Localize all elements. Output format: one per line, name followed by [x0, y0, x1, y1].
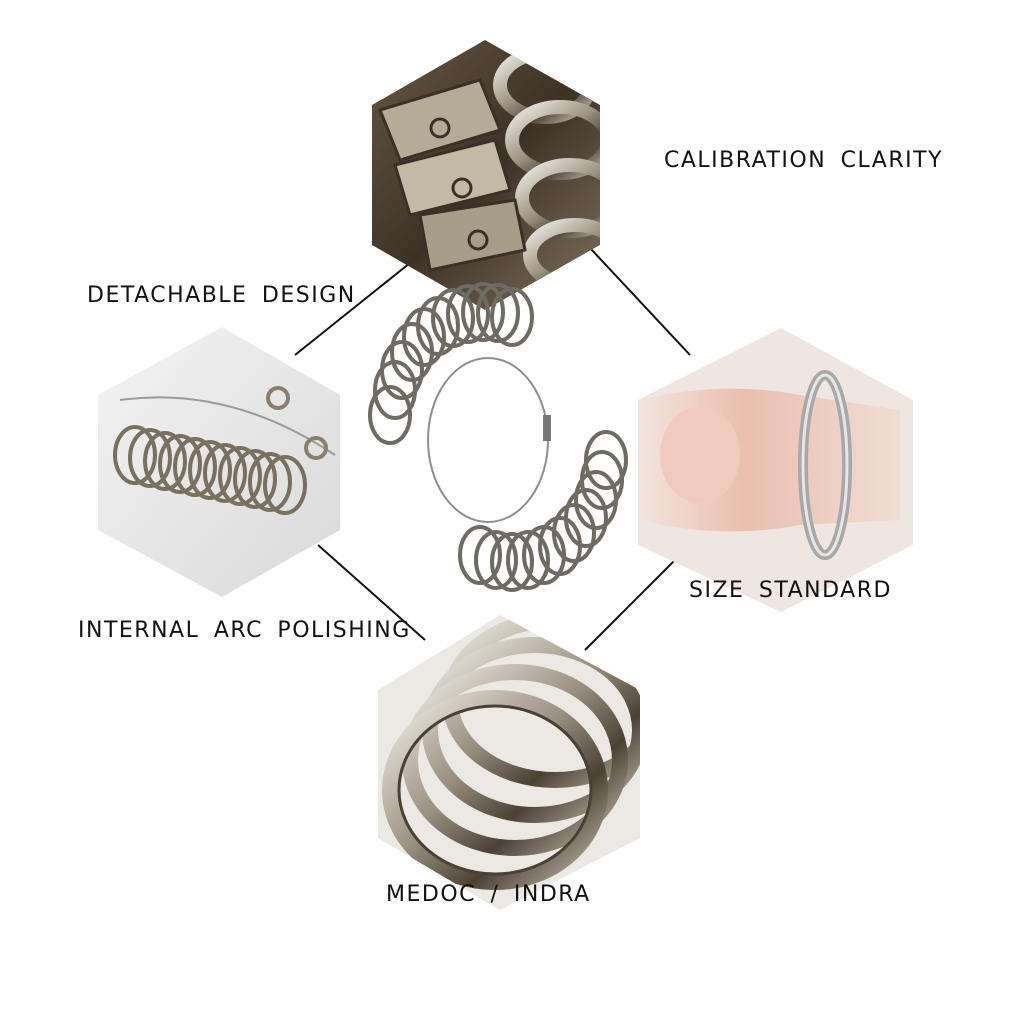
label-brand: MEDOC / INDRA: [386, 882, 591, 907]
ring-sizer-set: [368, 282, 628, 592]
detachable-photo: [98, 327, 340, 597]
internal-arc-photo: [378, 615, 640, 910]
calibration-photo: [372, 40, 600, 310]
connector-lines: [294, 247, 691, 651]
label-detachable-design: DETACHABLE DESIGN: [87, 283, 356, 308]
label-calibration-clarity: CALIBRATION CLARITY: [664, 148, 944, 173]
label-size-standard: SIZE STANDARD: [689, 578, 892, 603]
size-standard-photo: [638, 328, 913, 612]
label-internal-arc-polishing: INTERNAL ARC POLISHING: [78, 618, 411, 643]
